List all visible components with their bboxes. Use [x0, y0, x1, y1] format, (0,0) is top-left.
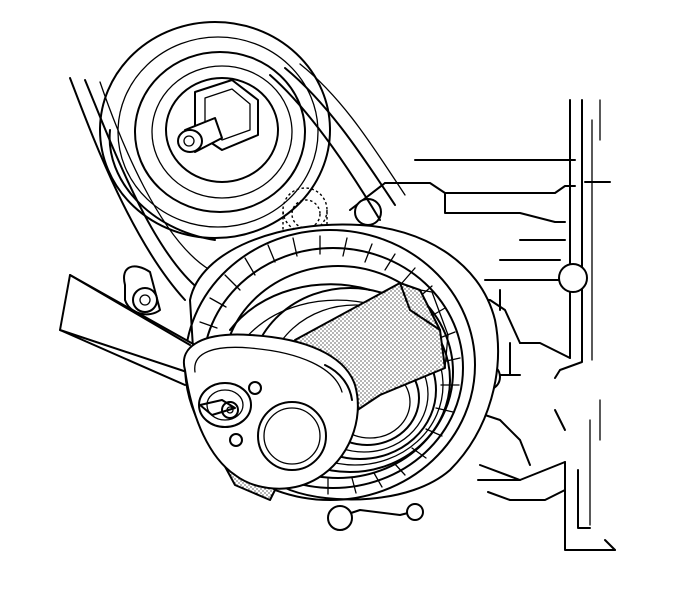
pulley-bolt — [177, 79, 259, 153]
block-lug-lower — [327, 505, 353, 531]
ratchet-wrench — [59, 274, 359, 490]
ratchet-screw-upper — [248, 381, 262, 395]
idler-pulley — [99, 21, 331, 241]
ratchet-head — [257, 401, 327, 471]
engine-block — [327, 99, 616, 551]
block-lug-right — [558, 263, 588, 293]
block-lug-upper — [354, 198, 382, 226]
block-lug-bottom — [406, 503, 424, 521]
ratchet-screw-lower — [229, 433, 243, 447]
